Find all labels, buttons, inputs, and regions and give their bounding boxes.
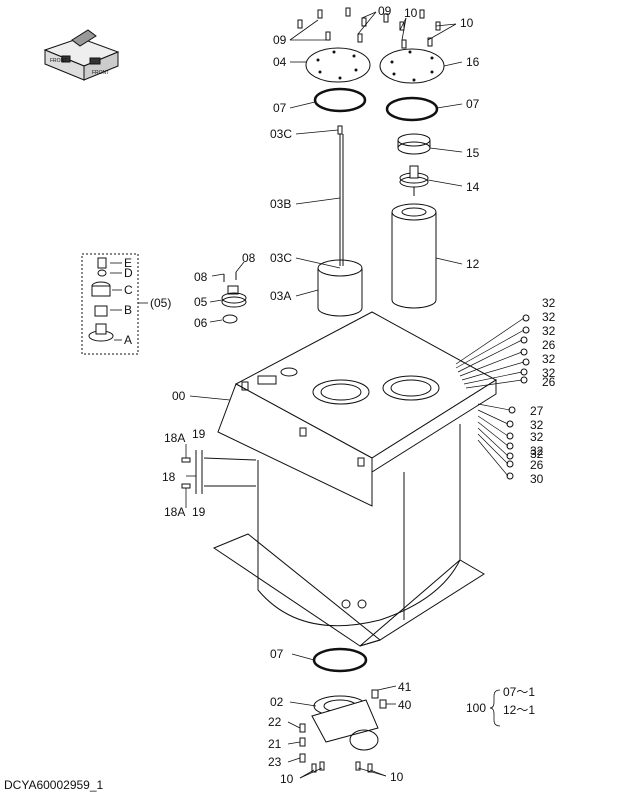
label-32: 32 xyxy=(530,430,544,444)
label-18a: 18A xyxy=(164,431,185,445)
svg-text:FRONT: FRONT xyxy=(50,58,67,64)
label-19: 19 xyxy=(192,427,206,441)
ring-15 xyxy=(397,133,431,155)
gasket-07-right xyxy=(385,96,439,122)
label-07: 07 xyxy=(273,101,287,115)
label-32: 32 xyxy=(542,296,556,310)
label-26: 26 xyxy=(542,375,556,389)
label-10: 10 xyxy=(404,6,418,20)
label-32: 32 xyxy=(542,366,556,380)
label-08: 08 xyxy=(242,251,256,265)
label-15: 15 xyxy=(466,146,480,160)
gasket-07-left xyxy=(313,87,367,113)
label-100-range-2: 12～1 xyxy=(503,703,535,717)
label-10: 10 xyxy=(460,16,474,30)
label-d: D xyxy=(124,266,133,280)
label-07: 07 xyxy=(466,97,480,111)
label-18a: 18A xyxy=(164,505,185,519)
label-12: 12 xyxy=(466,257,480,271)
label-03a: 03A xyxy=(270,289,291,303)
label-26: 26 xyxy=(530,458,544,472)
label-10: 10 xyxy=(390,770,404,784)
label-30: 30 xyxy=(530,472,544,486)
filter-element-12 xyxy=(391,203,437,309)
label-a: A xyxy=(124,333,132,347)
label-e: E xyxy=(124,256,132,270)
part-labels: 09 09 10 10 04 16 07 07 03C 15 14 03B 12… xyxy=(124,4,556,786)
label-41: 41 xyxy=(398,680,412,694)
label-b: B xyxy=(124,303,132,317)
label-21: 21 xyxy=(268,737,282,751)
figure-id: DCYA60002959_1 xyxy=(4,778,104,792)
label-05-group: (05) xyxy=(150,296,171,310)
label-27: 27 xyxy=(530,404,544,418)
label-c: C xyxy=(124,283,133,297)
tank-body-00 xyxy=(212,311,497,647)
top-bolts xyxy=(297,7,441,49)
label-32: 32 xyxy=(530,447,544,461)
label-02: 02 xyxy=(270,695,284,709)
label-03b: 03B xyxy=(270,197,291,211)
label-32: 32 xyxy=(530,418,544,432)
label-06: 06 xyxy=(194,316,208,330)
label-09: 09 xyxy=(378,4,392,18)
right-fittings xyxy=(506,314,530,480)
label-32: 32 xyxy=(542,310,556,324)
label-100: 100 xyxy=(466,701,486,715)
label-19: 19 xyxy=(192,505,206,519)
label-00: 00 xyxy=(172,389,186,403)
breather-parts-box xyxy=(81,253,139,355)
gasket-07-bottom xyxy=(312,647,368,673)
label-32: 32 xyxy=(542,324,556,338)
label-22: 22 xyxy=(268,715,282,729)
label-07: 07 xyxy=(270,647,284,661)
label-05: 05 xyxy=(194,295,208,309)
label-23: 23 xyxy=(268,755,282,769)
strainer-03 xyxy=(317,125,363,317)
valve-14 xyxy=(399,165,429,196)
label-18: 18 xyxy=(162,470,176,484)
sight-gauge-18 xyxy=(181,450,257,494)
fitting-leaders xyxy=(455,317,525,477)
breather-05 xyxy=(221,272,247,324)
label-09: 09 xyxy=(273,33,287,47)
label-32: 32 xyxy=(542,352,556,366)
label-100-range-1: 07～1 xyxy=(503,685,535,699)
label-14: 14 xyxy=(466,180,480,194)
leader-lines xyxy=(110,11,501,779)
label-04: 04 xyxy=(273,55,287,69)
orientation-icon: FRONT FRONT xyxy=(43,29,120,81)
label-08: 08 xyxy=(194,270,208,284)
label-32: 32 xyxy=(530,444,544,458)
label-03c: 03C xyxy=(270,127,292,141)
cover-plate-16 xyxy=(379,48,445,84)
label-10: 10 xyxy=(280,772,294,786)
cover-plate-04 xyxy=(305,47,371,83)
label-16: 16 xyxy=(466,55,480,69)
svg-text:FRONT: FRONT xyxy=(92,70,109,76)
label-40: 40 xyxy=(398,698,412,712)
label-03c: 03C xyxy=(270,251,292,265)
breather-subparts xyxy=(88,257,114,342)
label-26: 26 xyxy=(542,338,556,352)
outlet-02 xyxy=(299,689,387,773)
